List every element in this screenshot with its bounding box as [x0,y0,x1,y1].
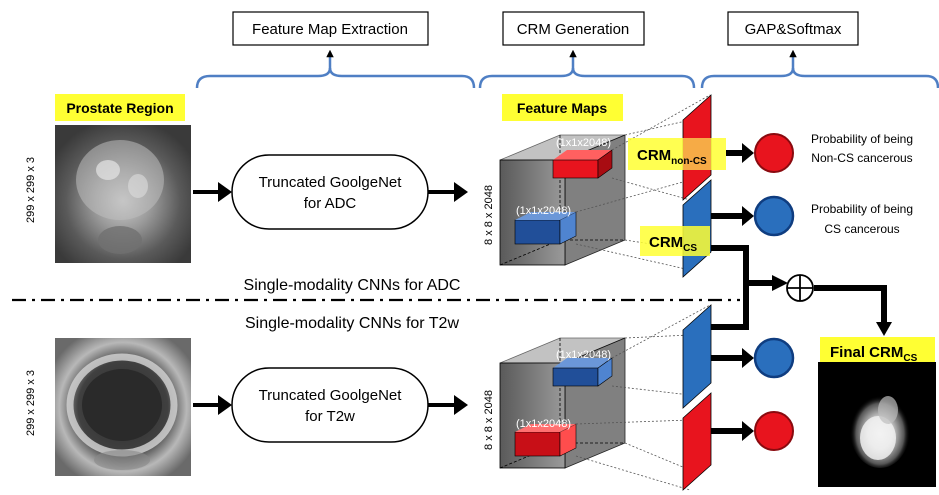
t2w-crm-non-cs-plane [682,392,712,491]
adc-input-image [55,125,191,263]
crm-non-cs-sub: non-CS [671,156,707,167]
t2w-red-vector-label: (1x1x2048) [516,418,571,430]
feature-maps-text: Feature Maps [517,100,607,116]
separator-adc-label: Single-modality CNNs for ADC [244,277,461,294]
fusion-down-arrowhead [876,322,892,336]
t2w-network-arrow [428,395,468,415]
adc-blue-vector-label: (1x1x2048) [516,205,571,217]
crm-cs-sub: CS [683,243,697,254]
feature-maps-label: Feature Maps [502,94,623,121]
prostate-region-label: Prostate Region [55,94,185,121]
t2w-crm-cs-plane [682,304,712,409]
adc-network-line2: for ADC [304,195,357,212]
svg-text:CRMCS: CRMCS [649,234,697,254]
prob-cs-line1: Probability of being [811,202,913,216]
adc-network-line1: Truncated GoolgeNet [259,174,403,191]
t2w-blue-vector-label: (1x1x2048) [556,349,611,361]
t2w-projection-lines [575,304,711,491]
adc-network-arrow [428,182,468,202]
t2w-non-cs-arrow [711,421,754,441]
svg-text:Final CRMCS: Final CRMCS [830,344,918,364]
adc-cs-probability-circle [753,195,795,237]
final-crm-sub: CS [903,353,917,364]
stage-crm-generation-label: CRM Generation [517,21,630,38]
adc-feature-dims: 8 x 8 x 2048 [483,185,495,245]
stage-gap-softmax: GAP&Softmax [727,11,859,46]
separator-t2w-label: Single-modality CNNs for T2w [245,315,459,332]
brace-gap-softmax [700,67,939,89]
brace-crm-generation [478,67,696,89]
crm-non-cs-main: CRM [637,147,671,164]
crm-non-cs-label: CRMnon-CS [628,138,726,170]
final-crm-main: Final CRM [830,344,903,361]
stage-crm-generation: CRM Generation [502,11,645,46]
t2w-feature-dims: 8 x 8 x 2048 [483,390,495,450]
prob-cs-line2: CS cancerous [824,222,899,236]
fusion-paths [711,245,887,330]
svg-text:CRMnon-CS: CRMnon-CS [637,147,707,167]
stage-feature-map-extraction: Feature Map Extraction [232,11,429,46]
prob-non-cs-line2: Non-CS cancerous [811,151,912,165]
t2w-input-dims: 299 x 299 x 3 [25,370,37,436]
stage-pointers [326,49,797,70]
t2w-feature-cube [499,337,626,469]
prostate-region-text: Prostate Region [66,100,173,116]
brace-feature-extraction [195,67,476,89]
final-crm-image [818,362,936,487]
t2w-cs-probability-circle [753,337,795,379]
t2w-network-line2: for T2w [305,408,355,425]
t2w-cs-arrow [711,348,754,368]
crm-cs-main: CRM [649,234,683,251]
fusion-sum-icon [786,274,814,302]
adc-feature-cube [499,134,626,266]
final-crm-label: Final CRMCS [820,337,935,364]
stage-gap-softmax-label: GAP&Softmax [745,21,842,38]
stage-feature-map-extraction-label: Feature Map Extraction [252,21,408,38]
t2w-input-image [55,338,191,476]
adc-non-cs-arrow [726,143,754,163]
t2w-input-arrow [193,395,232,415]
adc-non-cs-probability-circle [754,133,794,173]
prob-non-cs-line1: Probability of being [811,132,913,146]
t2w-network-box: Truncated GoolgeNet for T2w [231,367,429,443]
fusion-right-arrowhead [772,275,788,291]
crm-cs-label: CRMCS [640,226,710,256]
adc-input-arrow [193,182,232,202]
adc-cs-arrow [711,206,754,226]
t2w-non-cs-probability-circle [754,411,794,451]
adc-network-box: Truncated GoolgeNet for ADC [231,154,429,230]
adc-red-vector-label: (1x1x2048) [556,137,611,149]
adc-input-dims: 299 x 299 x 3 [25,157,37,223]
t2w-network-line1: Truncated GoolgeNet [259,387,403,404]
